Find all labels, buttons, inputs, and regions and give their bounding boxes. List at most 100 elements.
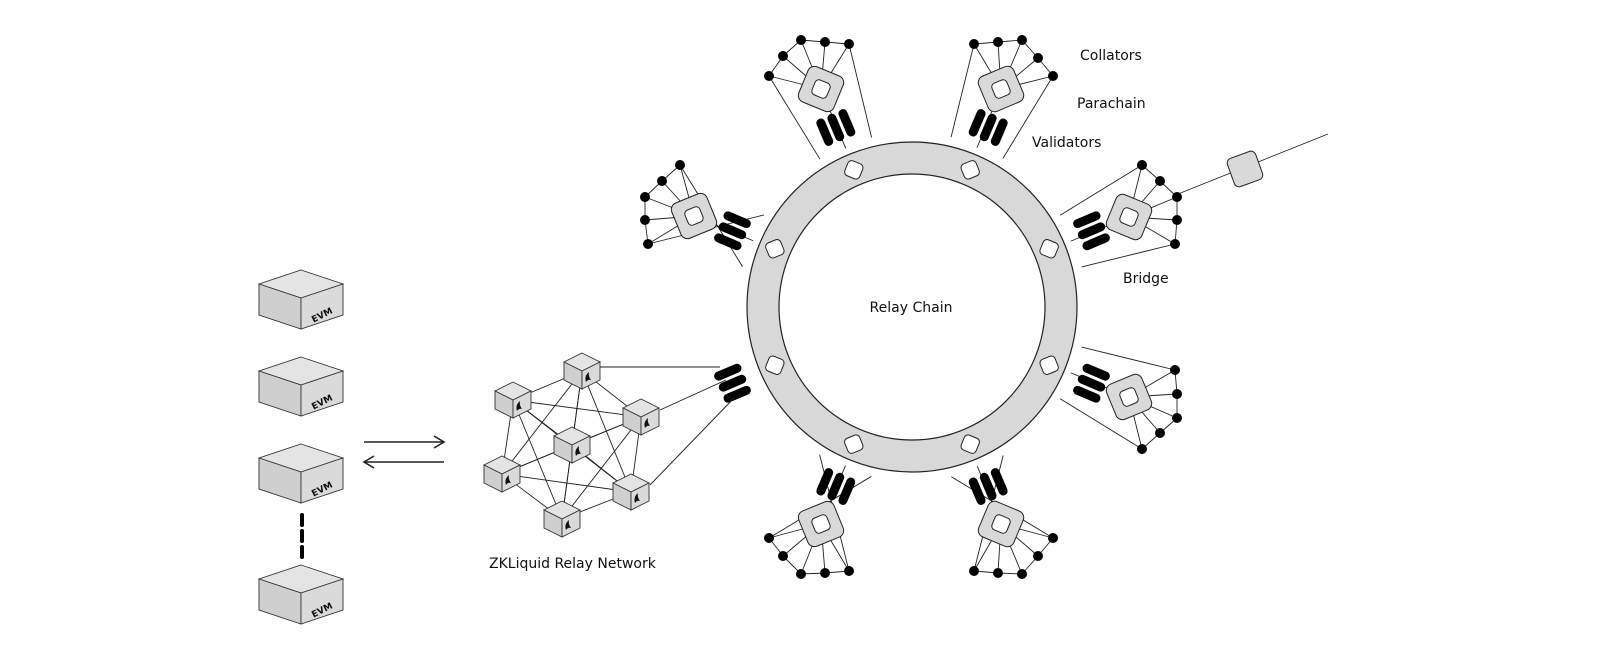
- relay-port: [765, 239, 785, 259]
- collator-node: [675, 160, 685, 170]
- evm-box: EVM: [257, 356, 345, 417]
- collator-node: [1155, 176, 1165, 186]
- validator: [1073, 211, 1101, 229]
- collator-node: [643, 239, 653, 249]
- collator-node: [1033, 551, 1043, 561]
- flame-icon: [516, 401, 522, 411]
- zk-relay-node: [552, 426, 592, 464]
- flame-icon: [634, 493, 640, 503]
- collator-node: [1137, 444, 1147, 454]
- collator-node: [969, 39, 979, 49]
- collator-node: [844, 39, 854, 49]
- validator: [1082, 363, 1110, 381]
- validator: [723, 211, 751, 229]
- relay-chain-label: Relay Chain: [870, 300, 953, 316]
- diagram-labels: Relay Chain Collators Parachain Validato…: [489, 48, 1169, 572]
- exchange-arrows: [362, 435, 446, 469]
- relay-port: [1039, 239, 1059, 259]
- zk-relay-node: [542, 500, 582, 538]
- validator: [838, 477, 856, 505]
- parachain-label: Parachain: [1077, 96, 1146, 112]
- collator-node: [993, 568, 1003, 578]
- validator-group: [714, 211, 751, 251]
- validator-group: [714, 363, 751, 403]
- collator-node: [640, 215, 650, 225]
- validator: [1077, 222, 1106, 240]
- collator-node: [1048, 71, 1058, 81]
- bridge: [1177, 133, 1329, 195]
- parachain-top-left: [764, 35, 873, 160]
- validator: [816, 118, 834, 146]
- validator: [838, 109, 856, 137]
- collator-node: [969, 566, 979, 576]
- relay-port: [960, 434, 980, 454]
- validator: [714, 233, 742, 251]
- collator-node: [778, 51, 788, 61]
- zkliquid-relay-network: [482, 352, 736, 538]
- validator: [827, 472, 845, 501]
- validator-group: [816, 468, 856, 505]
- collator-node: [640, 192, 650, 202]
- zk-relay-node: [493, 381, 533, 419]
- collator-node: [820, 37, 830, 47]
- evm-box: EVM: [257, 269, 345, 330]
- collator-node: [993, 37, 1003, 47]
- validator: [1077, 374, 1106, 392]
- flame-icon: [575, 446, 581, 456]
- flame-icon: [565, 520, 571, 530]
- validator-group: [1073, 363, 1110, 403]
- collator-node: [796, 35, 806, 45]
- evm-stack: EVM EVM EVM EVM: [257, 269, 345, 625]
- parachain-right-lower: [1059, 346, 1182, 454]
- validator: [723, 385, 751, 403]
- collator-node: [1017, 569, 1027, 579]
- validators-layer: [714, 109, 1110, 505]
- parachain-bottom-left: [764, 454, 872, 579]
- validator: [718, 222, 747, 240]
- collator-node: [1172, 389, 1182, 399]
- zk-relay-node: [611, 473, 651, 511]
- validator-group: [968, 109, 1008, 146]
- zk-relay-node: [621, 398, 661, 436]
- collator-node: [1137, 160, 1147, 170]
- collator-node: [778, 551, 788, 561]
- validator: [990, 118, 1008, 146]
- collator-node: [764, 71, 774, 81]
- validator: [816, 468, 834, 496]
- validators-label: Validators: [1032, 135, 1101, 151]
- collator-node: [1172, 413, 1182, 423]
- collator-node: [796, 569, 806, 579]
- validator: [718, 374, 747, 392]
- validator: [979, 113, 997, 142]
- collator-node: [1172, 215, 1182, 225]
- validator: [968, 109, 986, 137]
- validator: [714, 363, 742, 381]
- evm-box: EVM: [257, 443, 345, 504]
- collator-node: [657, 176, 667, 186]
- evm-box: EVM: [257, 564, 345, 625]
- zk-relay-node: [482, 455, 522, 493]
- relay-port: [960, 160, 980, 180]
- collator-node: [1017, 35, 1027, 45]
- bridge-label: Bridge: [1123, 271, 1169, 287]
- relay-chain-ring: [746, 141, 1078, 473]
- validator: [1073, 385, 1101, 403]
- parachains-layer: [640, 35, 1182, 579]
- flame-icon: [585, 372, 591, 382]
- relay-port: [765, 355, 785, 375]
- validator: [1082, 233, 1110, 251]
- parachain-bottom-right: [951, 455, 1058, 579]
- relay-port: [844, 434, 864, 454]
- collator-node: [844, 566, 854, 576]
- relay-chain-ports: [765, 160, 1059, 454]
- flame-icon: [505, 475, 511, 485]
- validator-group: [1073, 211, 1110, 251]
- collator-node: [1170, 365, 1180, 375]
- validator-group: [816, 109, 856, 146]
- validator: [968, 477, 986, 505]
- relay-port: [844, 160, 864, 180]
- validator: [990, 468, 1008, 496]
- flame-icon: [644, 418, 650, 428]
- collators-label: Collators: [1080, 48, 1142, 64]
- collator-node: [820, 568, 830, 578]
